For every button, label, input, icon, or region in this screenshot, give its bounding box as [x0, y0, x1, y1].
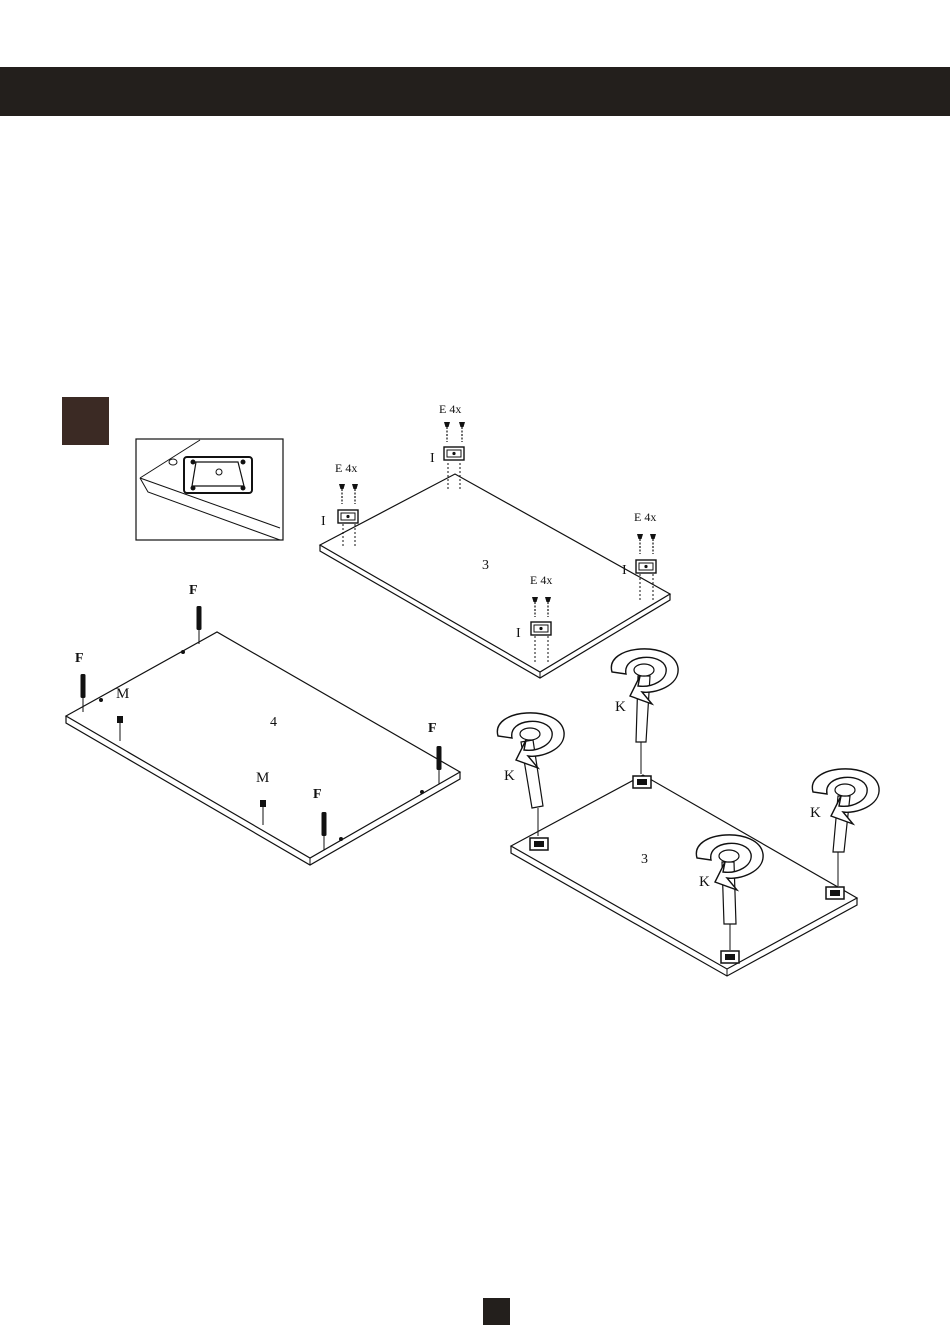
detail-inset [136, 439, 283, 540]
leg-3 [812, 769, 879, 886]
panel-right-3: 3 K K K K [497, 649, 879, 976]
panel-top-3: 3 E 4x I E 4x I E 4x I [320, 402, 670, 678]
plate-label: I [516, 626, 521, 641]
panel-left-4: 4 F F F F M M [66, 583, 460, 865]
leg-label: K [615, 699, 626, 715]
screw-label: E 4x [530, 573, 552, 587]
leg-label: K [810, 805, 821, 821]
dowel-label: F [428, 721, 437, 736]
leg-label: K [699, 874, 710, 890]
dowel-label: F [189, 583, 198, 598]
hardware-top: E 4x I [430, 402, 465, 490]
leg-label: K [504, 768, 515, 784]
plate-label: I [430, 451, 435, 466]
dowel-label: F [75, 651, 84, 666]
plate-label: I [321, 514, 326, 529]
panel-top-label: 3 [482, 558, 489, 573]
screw-label: E 4x [335, 461, 357, 475]
cam-label: M [116, 686, 129, 702]
page-number-badge [483, 1298, 510, 1325]
dowel-label: F [313, 787, 322, 802]
panel-right-label: 3 [641, 852, 648, 867]
plate-label: I [622, 563, 627, 578]
screw-label: E 4x [634, 510, 656, 524]
screw-label: E 4x [439, 402, 461, 416]
panel-left-label: 4 [270, 715, 277, 730]
cam-label: M [256, 770, 269, 786]
